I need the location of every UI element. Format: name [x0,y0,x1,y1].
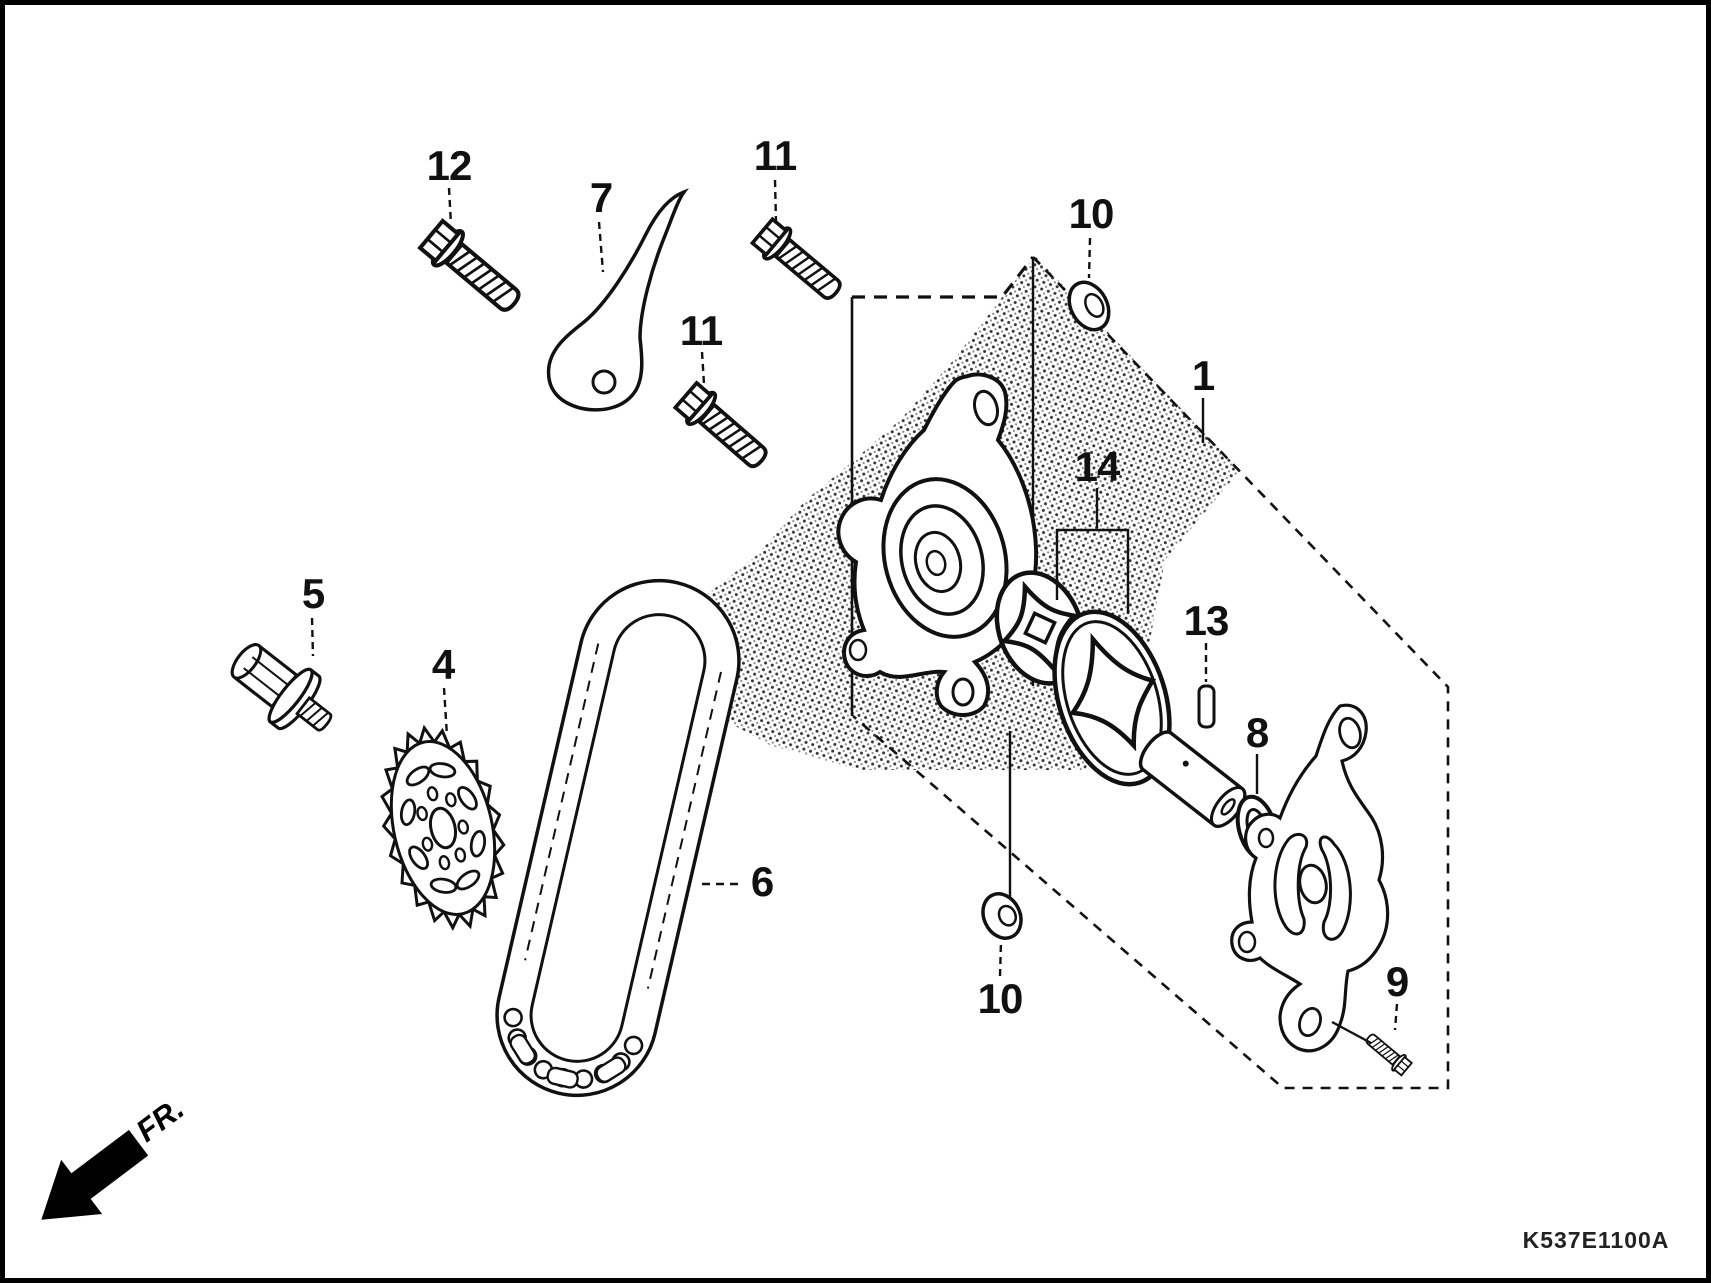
sprocket-bolt-5 [230,643,333,732]
cam-chain [495,578,741,1098]
callout-11-mid: 11 [680,307,723,354]
callouts: 12 7 11 11 10 1 14 13 5 4 6 8 9 10 [302,132,1409,1022]
outer-rotor [1052,609,1172,787]
callout-11-top: 11 [754,132,797,179]
fr-arrow-icon [41,1129,149,1220]
oil-pump-body [836,372,1039,717]
pump-shaft [1138,730,1247,828]
callout-13: 13 [1184,597,1229,644]
fr-arrow: FR. [41,1091,190,1220]
callout-5: 5 [302,570,325,617]
dowel-collar-bottom [981,892,1023,940]
callout-12: 12 [427,142,472,189]
gasket-plate [1230,703,1390,1053]
chain-links [503,1007,644,1089]
sprocket [380,724,506,932]
callout-7: 7 [590,174,612,221]
leader-lines [310,179,1399,1045]
dowel-collar-top [1067,280,1111,332]
chain-guide-hole [591,369,617,395]
chain-guide-plate [546,188,689,412]
callout-1: 1 [1192,352,1215,399]
callout-14-bracket [1055,528,1130,614]
callout-8: 8 [1246,709,1269,756]
fr-label: FR. [129,1091,190,1149]
callout-10-bottom: 10 [978,975,1023,1022]
callout-9: 9 [1386,958,1408,1005]
callout-14: 14 [1075,443,1121,490]
diagram-code: K537E1100A [1523,1227,1670,1253]
callout-6: 6 [751,858,773,905]
bolt-11-mid [671,378,777,478]
callout-10-top: 10 [1069,190,1114,237]
pin-13 [1197,684,1216,729]
bolt-9 [1361,1028,1414,1078]
bolt-11-top [748,214,851,310]
callout-4: 4 [432,641,456,688]
sprocket-holes [399,762,487,894]
bolt-12 [418,218,529,321]
